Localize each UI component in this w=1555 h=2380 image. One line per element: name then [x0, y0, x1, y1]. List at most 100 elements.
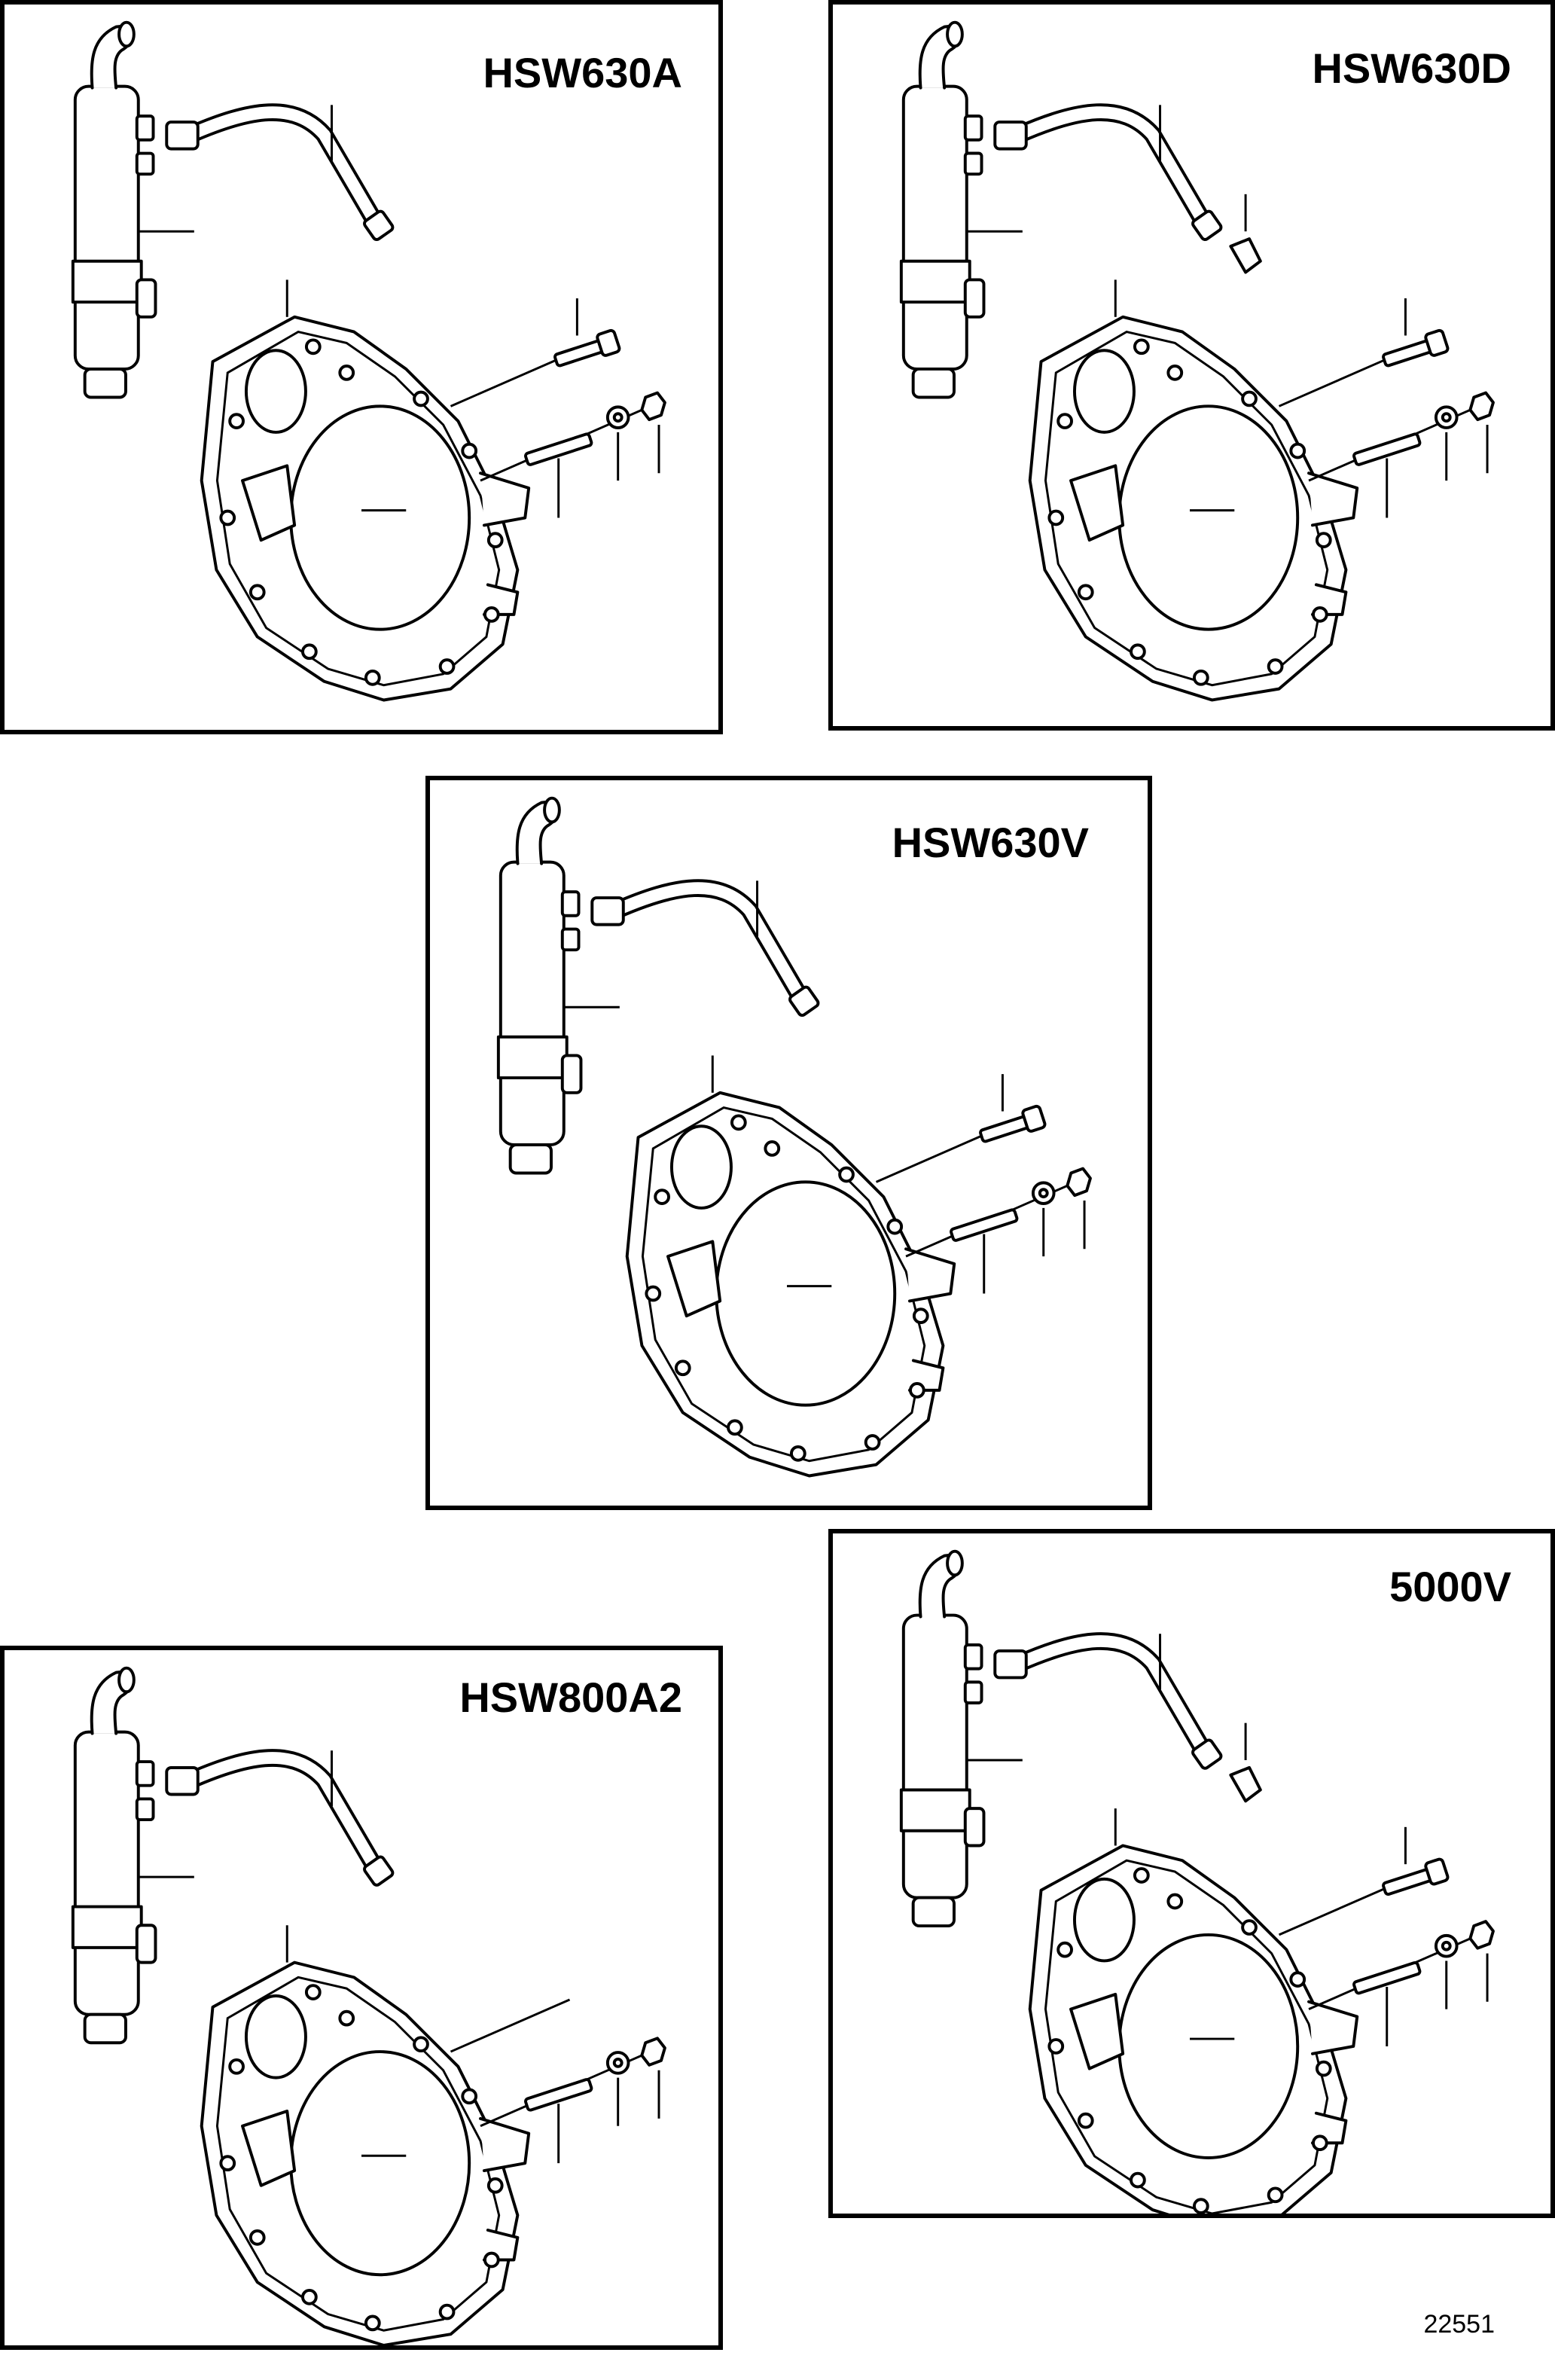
- bolt-hole: [1047, 2038, 1065, 2055]
- bolt-hole: [1077, 2112, 1094, 2129]
- starter-opening: [244, 349, 307, 434]
- flywheel-housing: [200, 279, 531, 702]
- elbow-end: [117, 20, 136, 48]
- parts-drawing: [71, 20, 666, 702]
- center-bore: [289, 2050, 471, 2277]
- coolant-hose: [993, 103, 1223, 241]
- bolt-hole: [764, 1140, 781, 1157]
- cooler-body: [901, 84, 968, 371]
- bolt-hole: [413, 2036, 429, 2053]
- port-lower: [135, 1797, 155, 1822]
- starter-mount: [1069, 1992, 1125, 2070]
- bolt-hole: [438, 658, 456, 675]
- bolt-hole: [1192, 669, 1209, 686]
- panel-hsw630a: HSW630A: [0, 0, 723, 734]
- center-bore: [289, 404, 471, 631]
- center-bore: [1117, 1933, 1300, 2159]
- bolt-head: [1424, 328, 1450, 357]
- mounting-bracket: [899, 259, 971, 304]
- bolt-hole: [789, 1445, 806, 1462]
- bracket-tab: [135, 278, 157, 319]
- stud: [1352, 432, 1422, 466]
- stud: [1352, 1960, 1422, 1995]
- elbow-fitting: [1229, 194, 1262, 274]
- hose-nut: [165, 121, 200, 151]
- bolt-hole: [304, 1984, 322, 2000]
- diagram-hsw800a2: [71, 1666, 666, 2345]
- bolt-hole: [838, 1166, 855, 1183]
- mounting-bracket: [71, 259, 143, 304]
- bolt-hole: [1241, 1919, 1258, 1936]
- bolt-head: [1424, 1857, 1450, 1886]
- bolt-hole: [864, 1434, 881, 1451]
- bolt-hole: [886, 1218, 904, 1235]
- bolt-hole: [228, 413, 245, 429]
- washer-hole: [612, 2057, 624, 2068]
- elbow-body: [1229, 237, 1262, 274]
- figure-number: 22551: [1423, 2310, 1495, 2339]
- washer-hole: [1441, 1940, 1452, 1951]
- fasteners: [1278, 1826, 1495, 2046]
- model-label: HSW630D: [1312, 44, 1511, 92]
- parts-drawing: [496, 796, 1092, 1478]
- bolt-hole: [1166, 1893, 1184, 1910]
- coolant-hose: [165, 103, 395, 242]
- mounting-bracket: [496, 1035, 569, 1080]
- flywheel-housing: [625, 1055, 956, 1478]
- hex-nut: [640, 2037, 666, 2067]
- flywheel-housing: [200, 1925, 531, 2345]
- hex-nut: [640, 391, 666, 422]
- fasteners: [450, 1998, 666, 2164]
- model-label: HSW630A: [483, 49, 682, 96]
- mount-flange-upper: [479, 471, 531, 527]
- bolt-hole: [1192, 2198, 1209, 2214]
- bolt-hole: [730, 1114, 747, 1131]
- bracket-tab: [135, 1924, 157, 1964]
- cooler-body: [499, 860, 566, 1146]
- bolt-hole: [1311, 2134, 1328, 2152]
- panel-5000v: 5000V: [828, 1529, 1555, 2218]
- bolt-hole: [248, 584, 266, 601]
- stud: [524, 2078, 593, 2112]
- housing-inner-rim: [641, 1106, 926, 1463]
- starter-opening: [1072, 349, 1136, 434]
- bolt-hole: [1311, 606, 1328, 623]
- washer-hole: [612, 412, 624, 423]
- starter-mount: [241, 2110, 297, 2187]
- bolt-hole: [301, 643, 318, 661]
- bolt-hole: [304, 338, 322, 355]
- port-upper: [135, 1760, 155, 1787]
- bolt-hole: [438, 2303, 456, 2320]
- center-bore: [1117, 404, 1300, 631]
- model-label: HSW630V: [892, 819, 1089, 866]
- center-bore: [715, 1180, 897, 1407]
- bolt-hole: [364, 669, 381, 686]
- housing-inner-rim: [1044, 330, 1329, 687]
- cooler-outlet: [83, 2012, 127, 2045]
- mounting-bracket: [899, 1788, 971, 1832]
- bolt-head: [1021, 1104, 1047, 1133]
- starter-opening: [244, 1994, 307, 2079]
- washer-hole: [1441, 412, 1452, 423]
- heat-exchanger-cooler: [71, 20, 194, 399]
- bolt-hole: [1130, 643, 1146, 661]
- leader-stud-upper: [450, 352, 571, 407]
- hose-fill: [184, 1752, 383, 1876]
- leader-stud-upper: [450, 1998, 571, 2053]
- housing-inner-rim: [215, 1976, 501, 2332]
- fasteners: [450, 298, 666, 518]
- hose-nut: [590, 896, 625, 926]
- bolt-head: [596, 328, 621, 357]
- bolt-hole: [1289, 442, 1307, 459]
- port-upper: [560, 890, 581, 917]
- bolt-hole: [486, 532, 504, 549]
- bolt-hole: [338, 365, 355, 381]
- bolt-hole: [461, 442, 478, 459]
- bolt-hole: [1047, 509, 1065, 526]
- parts-drawing: [71, 1666, 666, 2345]
- elbow-fitting: [1229, 1722, 1262, 1803]
- elbow-body: [1229, 1765, 1262, 1803]
- port-lower: [135, 151, 155, 176]
- bolt-hole: [1241, 390, 1258, 407]
- elbow-end: [946, 20, 964, 48]
